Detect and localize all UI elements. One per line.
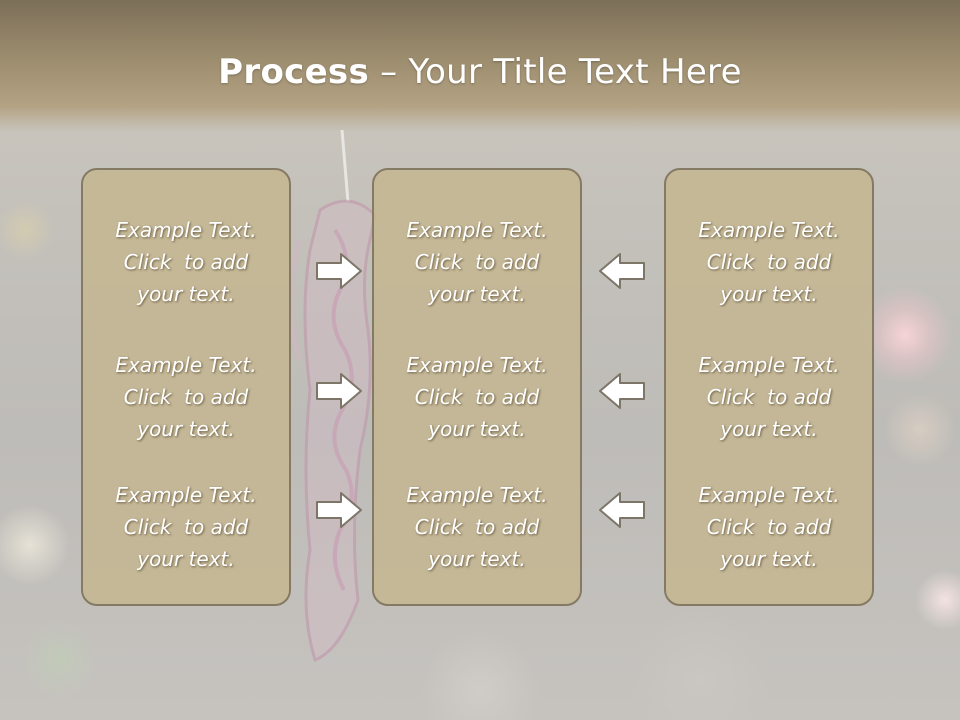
text-line: Click to add — [706, 385, 832, 409]
text-line: Click to add — [123, 515, 249, 539]
page-title[interactable]: Process – Your Title Text Here — [0, 52, 960, 92]
text-line: Example Text. — [115, 483, 257, 507]
panel-text-block[interactable]: Example Text. Click to add your text. — [374, 349, 580, 445]
text-line: Example Text. — [698, 218, 840, 242]
title-bold: Process — [218, 52, 370, 92]
panel-text-block[interactable]: Example Text. Click to add your text. — [666, 479, 872, 575]
ornament-decoration — [287, 130, 377, 663]
text-line: Click to add — [123, 385, 249, 409]
panel-text-block[interactable]: Example Text. Click to add your text. — [666, 214, 872, 310]
arrow-right-icon[interactable] — [315, 252, 363, 290]
text-line: Example Text. — [698, 483, 840, 507]
arrow-left-icon[interactable] — [598, 372, 646, 410]
right-panel[interactable]: Example Text. Click to add your text. Ex… — [664, 168, 874, 606]
text-line: Click to add — [414, 250, 540, 274]
panel-text-block[interactable]: Example Text. Click to add your text. — [666, 349, 872, 445]
arrow-left-icon[interactable] — [598, 252, 646, 290]
text-line: Click to add — [414, 385, 540, 409]
text-line: your text. — [720, 417, 818, 441]
text-line: your text. — [720, 282, 818, 306]
arrow-right-icon[interactable] — [315, 372, 363, 410]
panel-text-block[interactable]: Example Text. Click to add your text. — [374, 214, 580, 310]
title-rest: – Your Title Text Here — [369, 52, 742, 92]
text-line: your text. — [137, 282, 235, 306]
text-line: your text. — [428, 417, 526, 441]
text-line: Example Text. — [406, 483, 548, 507]
text-line: Example Text. — [406, 353, 548, 377]
text-line: your text. — [428, 282, 526, 306]
text-line: your text. — [720, 547, 818, 571]
left-panel[interactable]: Example Text. Click to add your text. Ex… — [81, 168, 291, 606]
title-band — [0, 0, 960, 132]
center-panel[interactable]: Example Text. Click to add your text. Ex… — [372, 168, 582, 606]
text-line: Example Text. — [115, 218, 257, 242]
text-line: your text. — [137, 417, 235, 441]
panel-text-block[interactable]: Example Text. Click to add your text. — [83, 479, 289, 575]
panel-text-block[interactable]: Example Text. Click to add your text. — [83, 214, 289, 310]
panel-text-block[interactable]: Example Text. Click to add your text. — [83, 349, 289, 445]
text-line: Click to add — [414, 515, 540, 539]
text-line: Example Text. — [698, 353, 840, 377]
text-line: your text. — [428, 547, 526, 571]
text-line: Click to add — [706, 250, 832, 274]
text-line: your text. — [137, 547, 235, 571]
text-line: Example Text. — [406, 218, 548, 242]
panel-text-block[interactable]: Example Text. Click to add your text. — [374, 479, 580, 575]
arrow-right-icon[interactable] — [315, 491, 363, 529]
arrow-left-icon[interactable] — [598, 491, 646, 529]
text-line: Example Text. — [115, 353, 257, 377]
text-line: Click to add — [123, 250, 249, 274]
text-line: Click to add — [706, 515, 832, 539]
